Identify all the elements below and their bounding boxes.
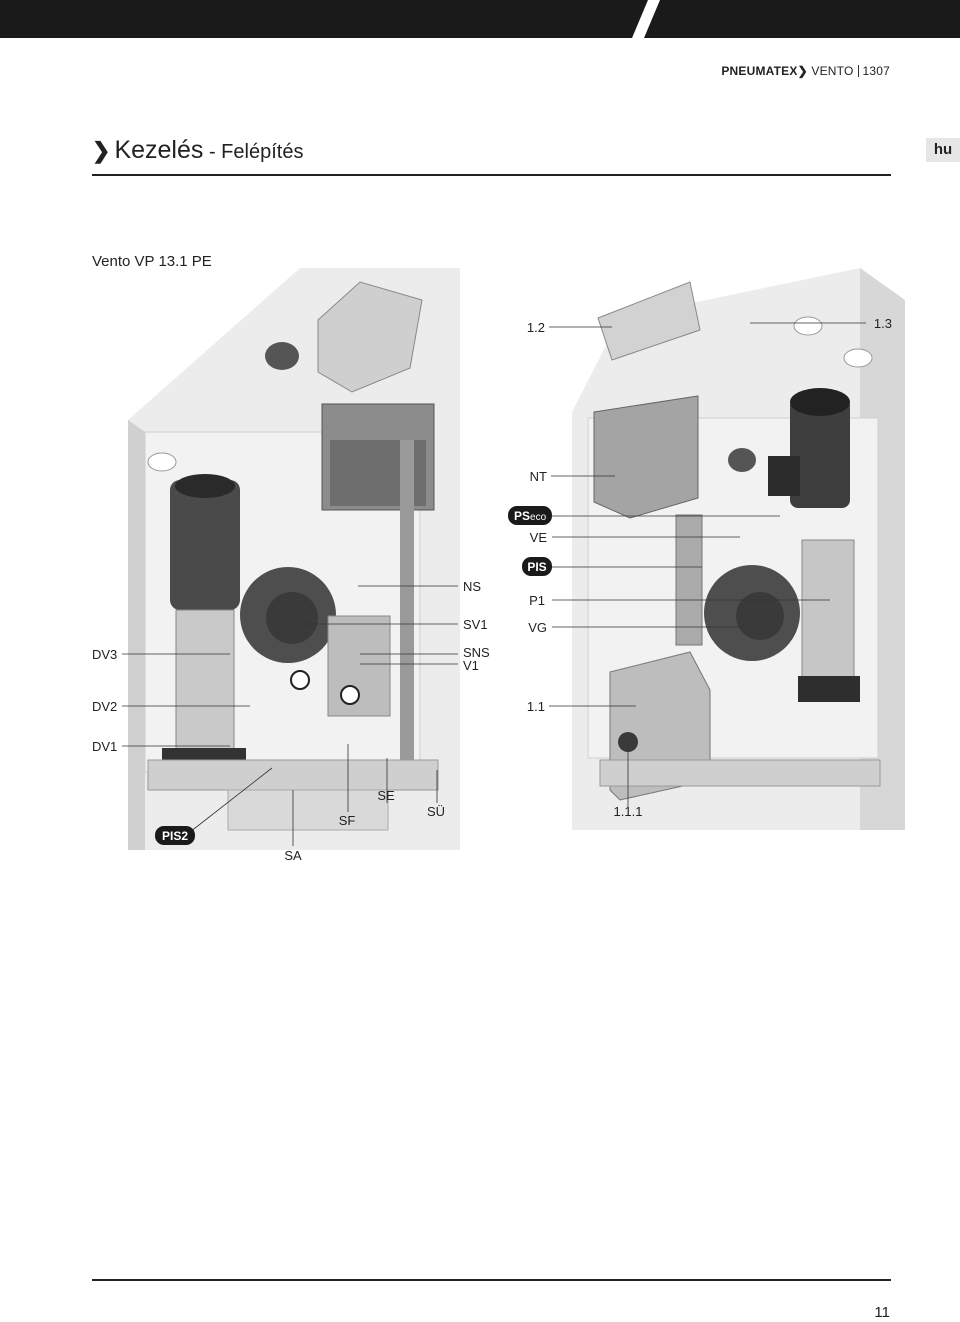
badge-pis2-text: PIS2 [162, 829, 188, 843]
label-1-1: 1.1 [527, 699, 545, 714]
label-sf: SF [339, 813, 356, 828]
title-chevron-icon: ❯ [92, 138, 111, 163]
badge-pseco-ps: PS [514, 509, 530, 523]
label-1-2: 1.2 [527, 320, 545, 335]
right-unit-illustration [572, 268, 905, 830]
title-main: Kezelés [114, 136, 204, 164]
badge-pseco-eco: eco [530, 512, 547, 523]
label-su: SÜ [427, 804, 445, 819]
leader-lines [122, 322, 866, 846]
title-rule [92, 174, 891, 176]
label-1-3: 1.3 [874, 316, 892, 331]
label-ve: VE [530, 530, 548, 545]
running-header: PNEUMATEX❯ VENTO 1307 [721, 64, 890, 78]
label-v1: V1 [463, 658, 479, 673]
title-dash: - [203, 141, 222, 163]
brand-name: PNEUMATEX [721, 64, 798, 78]
label-dv3: DV3 [92, 647, 117, 662]
footer-rule [92, 1279, 891, 1281]
unit-diagram: 1.2 1.3 NT PSeco VE PIS P1 VG NS SV1 SNS… [92, 268, 905, 863]
title-sub: Felépítés [221, 141, 304, 163]
top-bar [0, 0, 960, 38]
label-dv2: DV2 [92, 699, 117, 714]
badge-pis: PIS [522, 557, 552, 576]
product-code: 1307 [862, 64, 890, 78]
badge-pseco: PSeco [508, 506, 552, 525]
label-sns: SNS [463, 645, 490, 660]
label-1-1-1: 1.1.1 [614, 804, 643, 819]
product-name: VENTO [811, 64, 854, 78]
label-p1: P1 [529, 593, 545, 608]
label-sv1: SV1 [463, 617, 488, 632]
svg-text:PSeco: PSeco [514, 509, 547, 523]
model-caption: Vento VP 13.1 PE [92, 253, 212, 270]
label-nt: NT [530, 469, 547, 484]
language-tag: hu [926, 138, 960, 162]
label-dv1: DV1 [92, 739, 117, 754]
label-se: SE [377, 788, 395, 803]
header-separator [857, 65, 859, 77]
top-bar-slash [632, 0, 660, 38]
label-ns: NS [463, 579, 481, 594]
brand-chevron: ❯ [797, 64, 808, 78]
page-title: ❯Kezelés - Felépítés [92, 136, 303, 165]
badge-pis2: PIS2 [155, 826, 195, 845]
label-vg: VG [528, 620, 547, 635]
badge-pis-text: PIS [527, 560, 546, 574]
page-number: 11 [874, 1304, 890, 1321]
left-unit-illustration [128, 268, 460, 850]
label-sa: SA [284, 848, 302, 863]
